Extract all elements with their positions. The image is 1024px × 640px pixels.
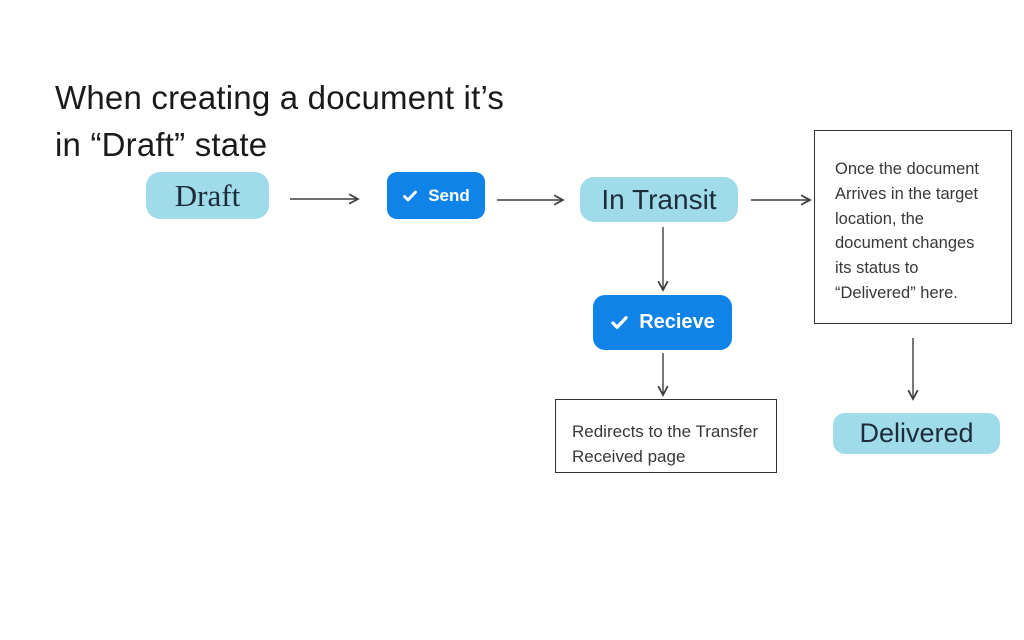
send-button-label: Send [428,185,470,205]
recieve-button[interactable]: Recieve [593,295,732,350]
redirect-note: Redirects to the Transfer Received page [555,399,777,473]
check-icon [611,316,628,329]
state-delivered-label: Delivered [859,418,974,448]
send-button[interactable]: Send [387,172,485,219]
state-in-transit-label: In Transit [601,183,717,215]
delivered-note: Once the document Arrives in the target … [814,130,1012,324]
state-in-transit: In Transit [580,177,738,222]
state-delivered: Delivered [833,413,1000,454]
check-icon [403,190,418,201]
state-draft: Draft [146,172,269,219]
slide-title: When creating a document it’s in “Draft”… [55,79,505,163]
recieve-button-label: Recieve [639,311,715,333]
state-draft-label: Draft [174,177,241,213]
